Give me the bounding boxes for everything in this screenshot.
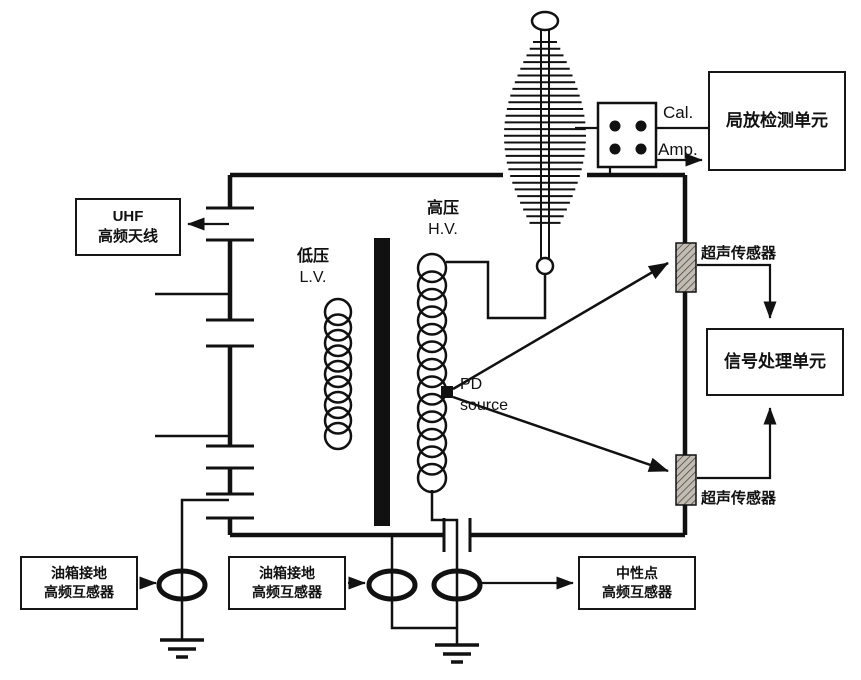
tap-terminal-dot (635, 143, 647, 155)
lv-winding-line2: L.V. (299, 268, 327, 286)
bushing-fins-icon (504, 41, 586, 224)
sensor-top-to-signal-arrow (697, 263, 777, 319)
ct-neutral-line2: 高频互感器 (602, 584, 672, 600)
ct-left-line1: 油箱接地 (51, 565, 107, 582)
signal-processing-unit-box: 信号处理单元 (706, 328, 844, 396)
signal-processing-unit-label: 信号处理单元 (724, 351, 826, 371)
tank-ground-line-middle (390, 535, 457, 630)
hv-lead-line (446, 260, 547, 320)
uhf-antenna-label-box: UHF 高频天线 (75, 198, 181, 256)
pd-source-line1: PD (460, 376, 483, 393)
pd-source-line2: source (460, 396, 509, 414)
acoustic-path-arrow-top (452, 261, 669, 391)
lv-coil-icon (323, 297, 353, 451)
ct-middle-label-box: 油箱接地 高频互感器 (228, 556, 346, 610)
capacitive-tap-icon (596, 101, 658, 169)
hv-bushing-icon (504, 10, 586, 276)
hf-ct-left-icon (156, 568, 208, 602)
hf-ct-icons (156, 568, 483, 602)
hf-ct-neutral-icon (431, 568, 483, 602)
lv-winding-line1: 低压 (296, 248, 329, 265)
cal-label: Cal. (663, 103, 694, 122)
pd-source-marker (441, 386, 453, 398)
sensor-bottom-to-signal-arrow (697, 407, 777, 480)
lv-winding-label: 低压 L.V. (278, 247, 348, 289)
transformer-tank-outline (227, 172, 688, 538)
tap-connection-lines (575, 126, 708, 175)
ct-middle-line1: 油箱接地 (259, 565, 315, 582)
ground-icon-right (435, 643, 479, 664)
hf-ct-middle-icon (366, 568, 418, 602)
ultrasonic-sensor-bottom-icon (675, 454, 697, 506)
ct-left-line2: 高频互感器 (44, 584, 114, 600)
acoustic-path-arrows (452, 261, 669, 473)
uhf-antenna-line2: 高频天线 (97, 228, 158, 245)
transformer-core (374, 238, 390, 526)
tap-terminal-dot (609, 120, 621, 132)
ct-left-label-box: 油箱接地 高频互感器 (20, 556, 138, 610)
grounding-lines (180, 490, 459, 645)
ct-neutral-label-box: 中性点 高频互感器 (578, 556, 696, 610)
ground-icons (160, 638, 479, 664)
ct-middle-line2: 高频互感器 (252, 584, 322, 600)
wall-bushing-plates-icon (155, 206, 472, 552)
ultrasonic-sensor-top-icon (675, 242, 697, 293)
neutral-ground-line (430, 490, 459, 645)
bushing-bottom-terminal-icon (535, 256, 555, 276)
ultrasonic-sensor-bottom-label: 超声传感器 (701, 490, 777, 507)
pd-detection-unit-box: 局放检测单元 (708, 71, 846, 171)
ultrasonic-sensor-top-label: 超声传感器 (701, 245, 777, 262)
bushing-top-terminal-icon (530, 10, 560, 32)
hv-coil-icon (416, 252, 448, 494)
sensor-signal-arrows (697, 263, 777, 480)
pd-detection-unit-label: 局放检测单元 (726, 110, 828, 130)
tank-ground-line-left (180, 498, 229, 640)
pd-source-label: PD source (460, 375, 508, 417)
hv-winding-line2: H.V. (428, 220, 458, 238)
hv-winding-label: 高压 H.V. (408, 199, 478, 241)
ct-neutral-line1: 中性点 (616, 565, 658, 582)
tap-terminal-dot (609, 143, 621, 155)
acoustic-path-arrow-bottom (452, 395, 669, 473)
amp-label: Amp. (658, 140, 698, 159)
ground-icon-left (160, 638, 204, 659)
tap-terminal-dot (635, 120, 647, 132)
uhf-antenna-line1: UHF (112, 207, 144, 225)
hv-winding-line1: 高压 (426, 200, 459, 217)
